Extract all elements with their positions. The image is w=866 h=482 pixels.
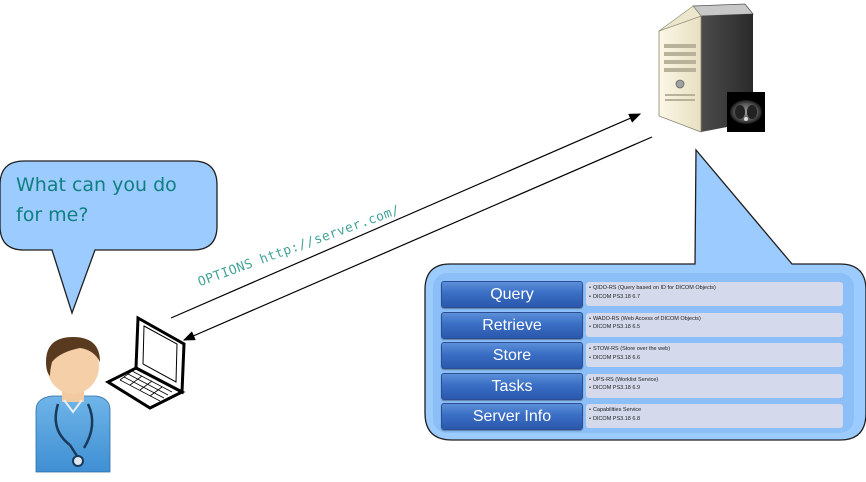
laptop-icon — [104, 315, 186, 410]
service-row-retrieve: Retrieve WADO-RS (Web Access of DICOM Ob… — [441, 311, 843, 340]
service-detail: WADO-RS (Web Access of DICOM Objects) — [589, 315, 843, 324]
service-reference: DICOM PS3.18 6.8 — [589, 415, 843, 424]
user-question-text: What can you do for me? — [16, 174, 177, 226]
service-reference: DICOM PS3.18 6.9 — [589, 384, 843, 393]
service-description: WADO-RS (Web Access of DICOM Objects) DI… — [586, 312, 843, 337]
service-reference: DICOM PS3.18 6.5 — [589, 323, 843, 332]
user-speech-bubble — [0, 160, 218, 316]
service-row-store: Store STOW-RS (Store over the web) DICOM… — [441, 342, 843, 370]
service-row-tasks: Tasks UPS-RS (Worklist Service) DICOM PS… — [441, 372, 843, 401]
response-arrow — [182, 136, 653, 341]
request-arrow — [170, 113, 642, 319]
service-description: STOW-RS (Store over the web) DICOM PS3.1… — [586, 343, 843, 367]
retrieve-button[interactable]: Retrieve — [441, 311, 583, 339]
service-reference: DICOM PS3.18 6.7 — [589, 293, 843, 302]
server-info-button[interactable]: Server Info — [441, 403, 583, 430]
service-reference: DICOM PS3.18 6.6 — [589, 354, 843, 363]
service-detail: QIDO-RS (Query based on ID for DICOM Obj… — [589, 284, 843, 293]
store-button[interactable]: Store — [441, 342, 583, 369]
query-button[interactable]: Query — [441, 281, 583, 308]
tasks-button[interactable]: Tasks — [441, 372, 583, 400]
service-detail: STOW-RS (Store over the web) — [589, 345, 843, 354]
ct-scan-icon — [727, 92, 765, 132]
service-detail: Capabilities Service — [589, 406, 843, 415]
service-description: Capabilities Service DICOM PS3.18 6.8 — [586, 404, 843, 428]
service-row-server-info: Server Info Capabilities Service DICOM P… — [441, 403, 843, 431]
service-description: QIDO-RS (Query based on ID for DICOM Obj… — [586, 282, 843, 306]
doctor-avatar-icon — [35, 337, 111, 473]
services-list: Query QIDO-RS (Query based on ID for DIC… — [441, 281, 843, 434]
service-detail: UPS-RS (Worklist Service) — [589, 376, 843, 385]
service-description: UPS-RS (Worklist Service) DICOM PS3.18 6… — [586, 373, 843, 398]
service-row-query: Query QIDO-RS (Query based on ID for DIC… — [441, 281, 843, 309]
